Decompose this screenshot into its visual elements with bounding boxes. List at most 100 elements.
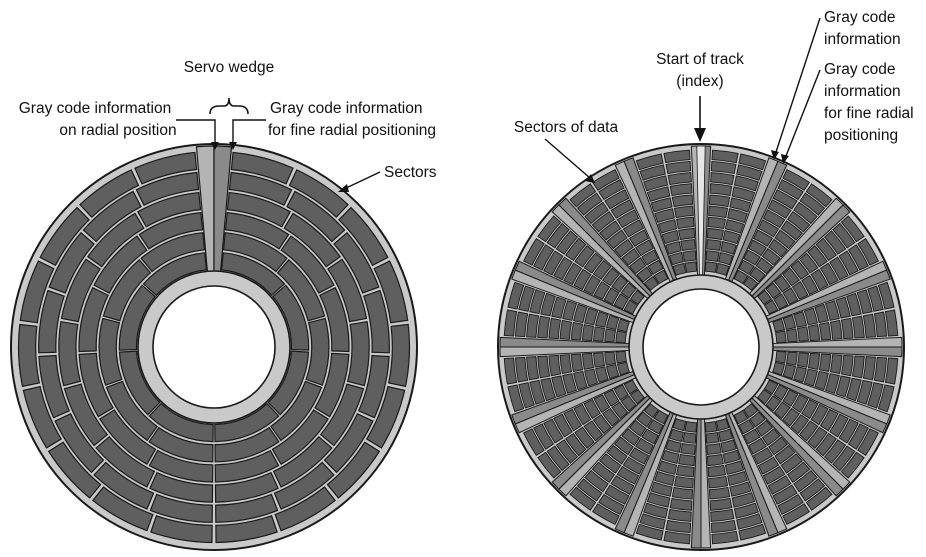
data-sector-track [757, 289, 773, 306]
data-sector-track [562, 300, 578, 321]
gray-code-info-label-line1: Gray code [824, 9, 896, 26]
data-sector-track [518, 285, 535, 312]
data-sector-track [574, 426, 595, 449]
sector [333, 231, 380, 294]
data-sector-track [565, 432, 587, 457]
data-sector-track [639, 513, 666, 530]
sector [78, 352, 114, 418]
data-sector-track [814, 303, 829, 324]
data-sector-track [593, 281, 611, 300]
data-sector-track [581, 352, 595, 370]
data-sector-track [661, 230, 680, 245]
data-sector-track [639, 164, 666, 181]
data-sector-track [791, 281, 809, 300]
sector [319, 286, 350, 353]
servo-wedge-brace-icon [209, 97, 249, 115]
data-sector-track [773, 293, 789, 310]
data-sector-track [613, 384, 629, 401]
data-sector-track [704, 261, 718, 273]
data-sector-track [727, 208, 748, 224]
data-sector-track [772, 189, 798, 210]
data-sector-track [628, 447, 650, 465]
data-sector-track [537, 315, 551, 339]
data-sector-track [724, 460, 745, 475]
data-sector-track [807, 245, 828, 268]
data-sector-track [775, 350, 787, 364]
data-sector-track [665, 519, 692, 534]
data-sector-track [533, 244, 555, 271]
sector [140, 232, 206, 273]
sector [224, 211, 290, 250]
data-sector-track [807, 426, 828, 449]
sector [118, 350, 161, 416]
data-sector-track [559, 319, 573, 340]
data-sector-track [749, 266, 766, 283]
data-sector-track [537, 355, 551, 379]
data-sector-track [733, 269, 749, 285]
data-sector-track [665, 241, 682, 255]
data-sector-track [793, 469, 818, 493]
right-disk-embedded-servo [497, 143, 905, 551]
data-sector-track [862, 356, 876, 381]
data-sector-track [742, 275, 759, 291]
data-sector-track [518, 382, 535, 409]
data-sector-track [840, 317, 854, 340]
data-sector-track [629, 388, 645, 405]
data-sector-track [678, 453, 696, 467]
data-sector-track [708, 194, 731, 208]
data-sector-track [711, 149, 739, 164]
sector [82, 190, 142, 243]
data-sector-track [799, 478, 826, 502]
sector [274, 486, 336, 532]
data-sector-track [507, 384, 525, 413]
sector [373, 260, 409, 324]
data-sector-track [706, 442, 722, 455]
sector [38, 289, 66, 354]
data-sector-track [620, 282, 637, 299]
data-sector-track [803, 368, 818, 387]
data-sector-track [823, 439, 847, 464]
sector [214, 471, 279, 503]
data-sector-track [595, 311, 609, 328]
data-sector-track [570, 353, 584, 372]
data-sector-track [629, 289, 645, 306]
data-sector-track [796, 352, 809, 368]
data-sector-track [671, 194, 694, 208]
gray-code-info-pointer [775, 17, 821, 153]
data-sector-track [635, 523, 664, 541]
data-sector-track [762, 465, 786, 485]
data-sector-track [782, 287, 799, 305]
sectors-of-data-label: Sectors of data [514, 119, 619, 136]
sector [148, 449, 214, 483]
data-sector-track [829, 319, 843, 340]
data-sector-track [606, 444, 628, 465]
data-sector-track [569, 183, 597, 208]
data-sector-track [602, 267, 620, 287]
data-sector-track [857, 238, 879, 266]
data-sector-track [801, 398, 819, 420]
sectors-arrowhead-icon [338, 184, 349, 192]
sector [270, 380, 323, 442]
data-sector-track [514, 356, 529, 383]
data-sector-track [729, 197, 752, 213]
data-sector-track [604, 189, 630, 210]
data-sector-track [592, 259, 612, 280]
data-sector-track [706, 239, 722, 252]
sector [338, 206, 389, 267]
sector [138, 211, 204, 250]
data-sector-track [782, 503, 810, 525]
data-sector-track [705, 431, 720, 444]
data-sector-track [824, 300, 840, 321]
data-sector-track [707, 464, 726, 478]
data-sector-track [543, 250, 564, 276]
data-sector-track [743, 249, 761, 266]
data-sector-track [720, 241, 737, 255]
data-sector-track [762, 209, 786, 229]
data-sector-track [569, 486, 597, 511]
data-sector-track [743, 428, 761, 445]
data-sector-track [563, 262, 583, 286]
data-sector-track [840, 354, 854, 377]
sector [280, 235, 335, 294]
sector [142, 252, 208, 297]
data-sector-track [757, 219, 780, 238]
